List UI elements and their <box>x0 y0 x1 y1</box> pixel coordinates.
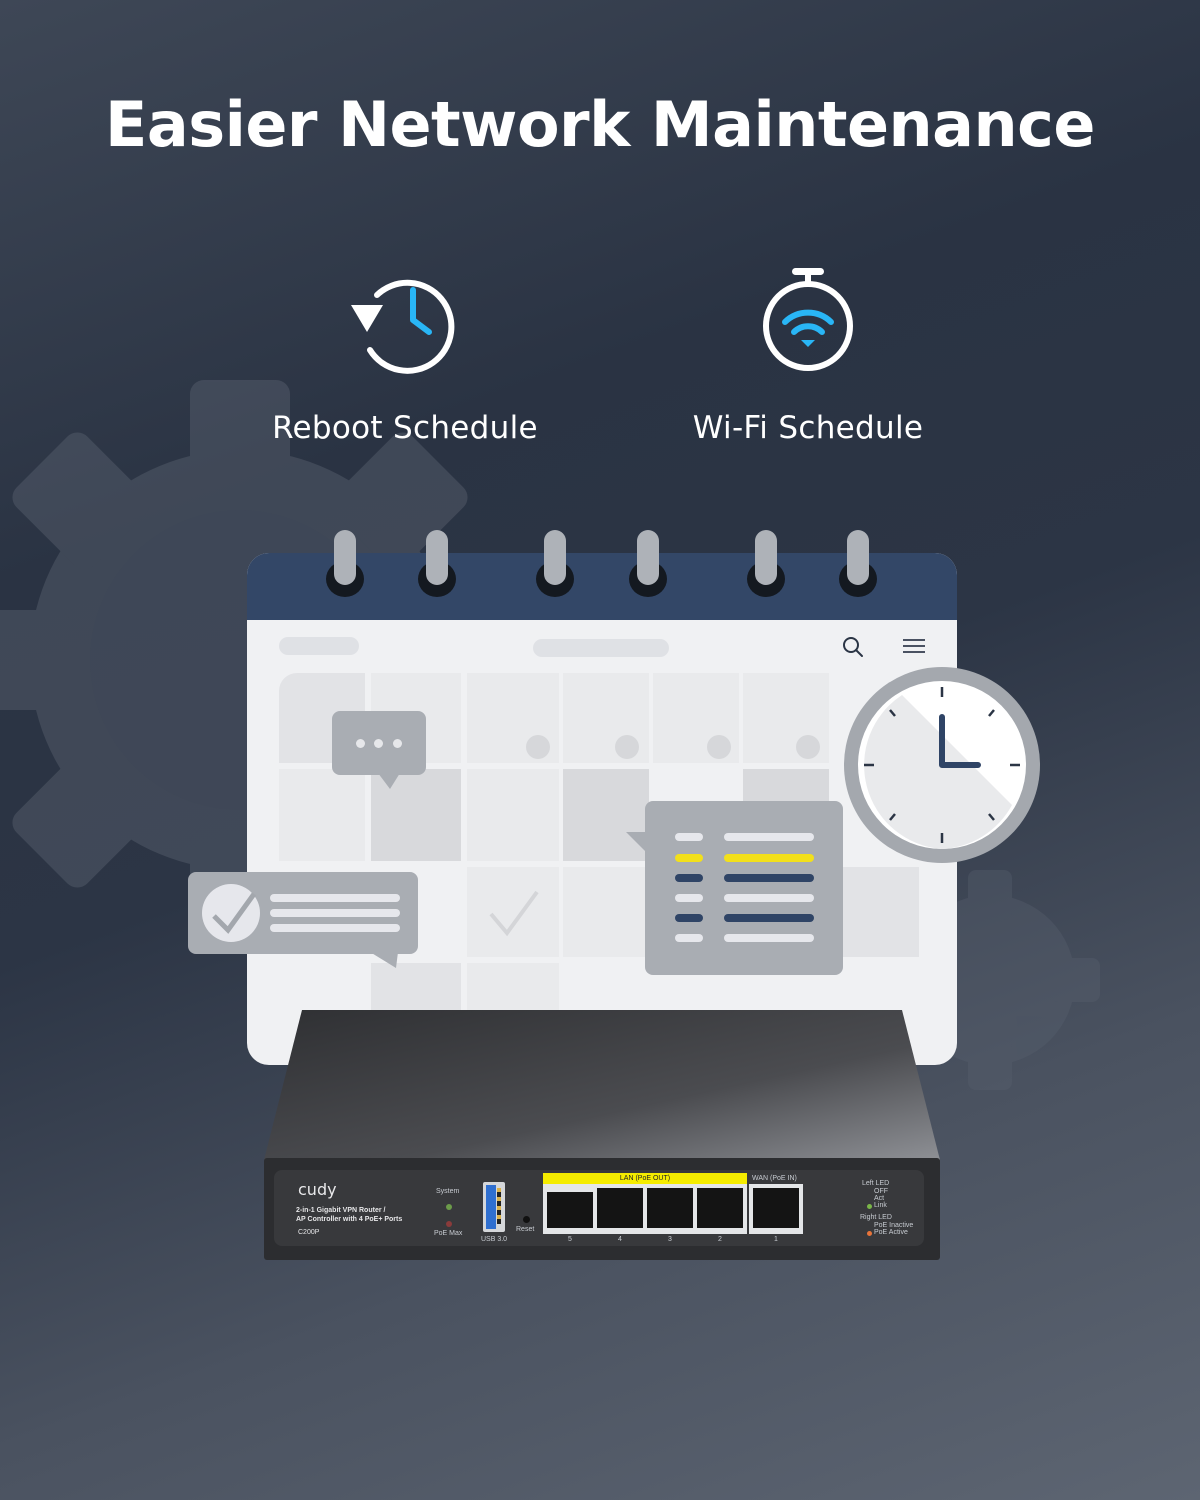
lan-port-2[interactable] <box>697 1188 743 1228</box>
legend-poe-inactive: PoE Inactive <box>874 1222 914 1229</box>
wan-label: WAN (PoE IN) <box>752 1175 797 1182</box>
legend-left-led: Left LED <box>862 1180 890 1187</box>
calendar-month-placeholder <box>533 639 669 657</box>
port-number: 5 <box>568 1236 572 1243</box>
poe-max-led <box>446 1221 452 1227</box>
checkmark-icon <box>212 892 257 934</box>
legend-off: OFF <box>874 1188 888 1195</box>
system-led <box>446 1204 452 1210</box>
calendar-title-placeholder <box>279 637 359 655</box>
legend-poe-active: PoE Active <box>874 1229 908 1236</box>
feature-label: Wi-Fi Schedule <box>692 410 924 446</box>
feature-label: Reboot Schedule <box>272 410 538 446</box>
lan-port-3[interactable] <box>647 1188 693 1228</box>
task-complete-card <box>188 872 418 954</box>
chat-bubble-icon <box>332 711 426 775</box>
legend-right-led: Right LED <box>860 1214 892 1221</box>
usb-port[interactable] <box>483 1182 505 1232</box>
wan-port-1[interactable] <box>753 1188 799 1228</box>
lan-port-4[interactable] <box>597 1188 643 1228</box>
legend-act: Act <box>874 1195 885 1202</box>
schedule-list-card <box>645 801 843 975</box>
router-brand-logo: cudy <box>298 1180 337 1199</box>
usb-label: USB 3.0 <box>481 1236 508 1243</box>
reset-label: Reset <box>516 1226 535 1233</box>
poe-max-led-label: PoE Max <box>434 1230 463 1237</box>
reboot-clock-icon <box>351 279 455 374</box>
legend-link: Link <box>874 1202 887 1209</box>
router-description: AP Controller with 4 PoE+ Ports <box>296 1216 403 1223</box>
lan-port-5[interactable] <box>547 1188 593 1228</box>
feature-reboot-schedule: Reboot Schedule <box>245 262 565 446</box>
system-led-label: System <box>436 1188 460 1195</box>
feature-wifi-schedule: Wi-Fi Schedule <box>648 262 968 446</box>
port-number: 1 <box>774 1236 778 1243</box>
lan-label-bar: LAN (PoE OUT) <box>543 1173 747 1184</box>
search-icon <box>843 637 863 657</box>
router-description: 2-in-1 Gigabit VPN Router / <box>296 1207 386 1214</box>
page-title: Easier Network Maintenance <box>105 88 1095 161</box>
router-model: C200P <box>298 1229 320 1236</box>
reset-button[interactable] <box>523 1216 530 1223</box>
port-number: 4 <box>618 1236 622 1243</box>
menu-icon <box>903 639 925 653</box>
port-number: 2 <box>718 1236 722 1243</box>
calendar-header <box>247 553 957 620</box>
checkmark-icon <box>489 890 539 937</box>
wifi-stopwatch-icon <box>763 268 853 371</box>
router-device: cudy 2-in-1 Gigabit VPN Router / AP Cont… <box>262 1010 942 1280</box>
wall-clock-icon <box>844 667 1040 863</box>
port-number: 3 <box>668 1236 672 1243</box>
